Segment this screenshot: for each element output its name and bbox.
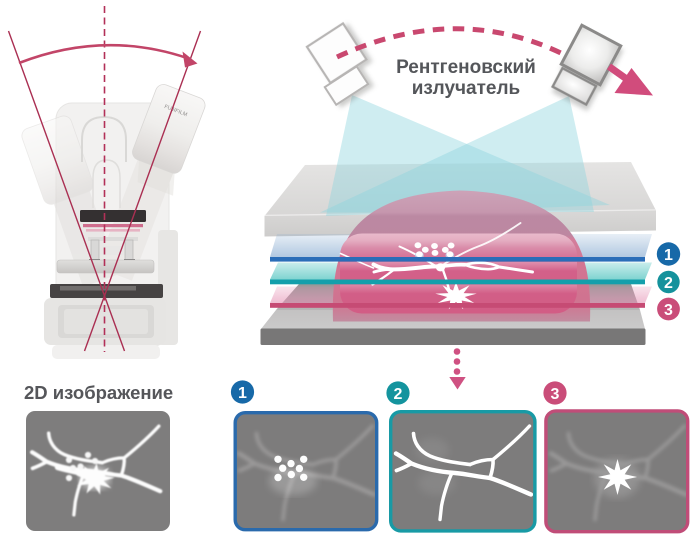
svg-text:2: 2 bbox=[664, 275, 673, 292]
svg-text:2: 2 bbox=[394, 386, 403, 403]
svg-text:излучатель: излучатель bbox=[412, 78, 520, 99]
svg-text:3: 3 bbox=[551, 386, 560, 403]
svg-text:2D изображение: 2D изображение bbox=[24, 382, 173, 403]
svg-text:1: 1 bbox=[664, 247, 673, 264]
svg-text:Рентгеновский: Рентгеновский bbox=[396, 57, 536, 78]
svg-text:1: 1 bbox=[238, 385, 247, 402]
svg-text:3: 3 bbox=[664, 302, 673, 319]
